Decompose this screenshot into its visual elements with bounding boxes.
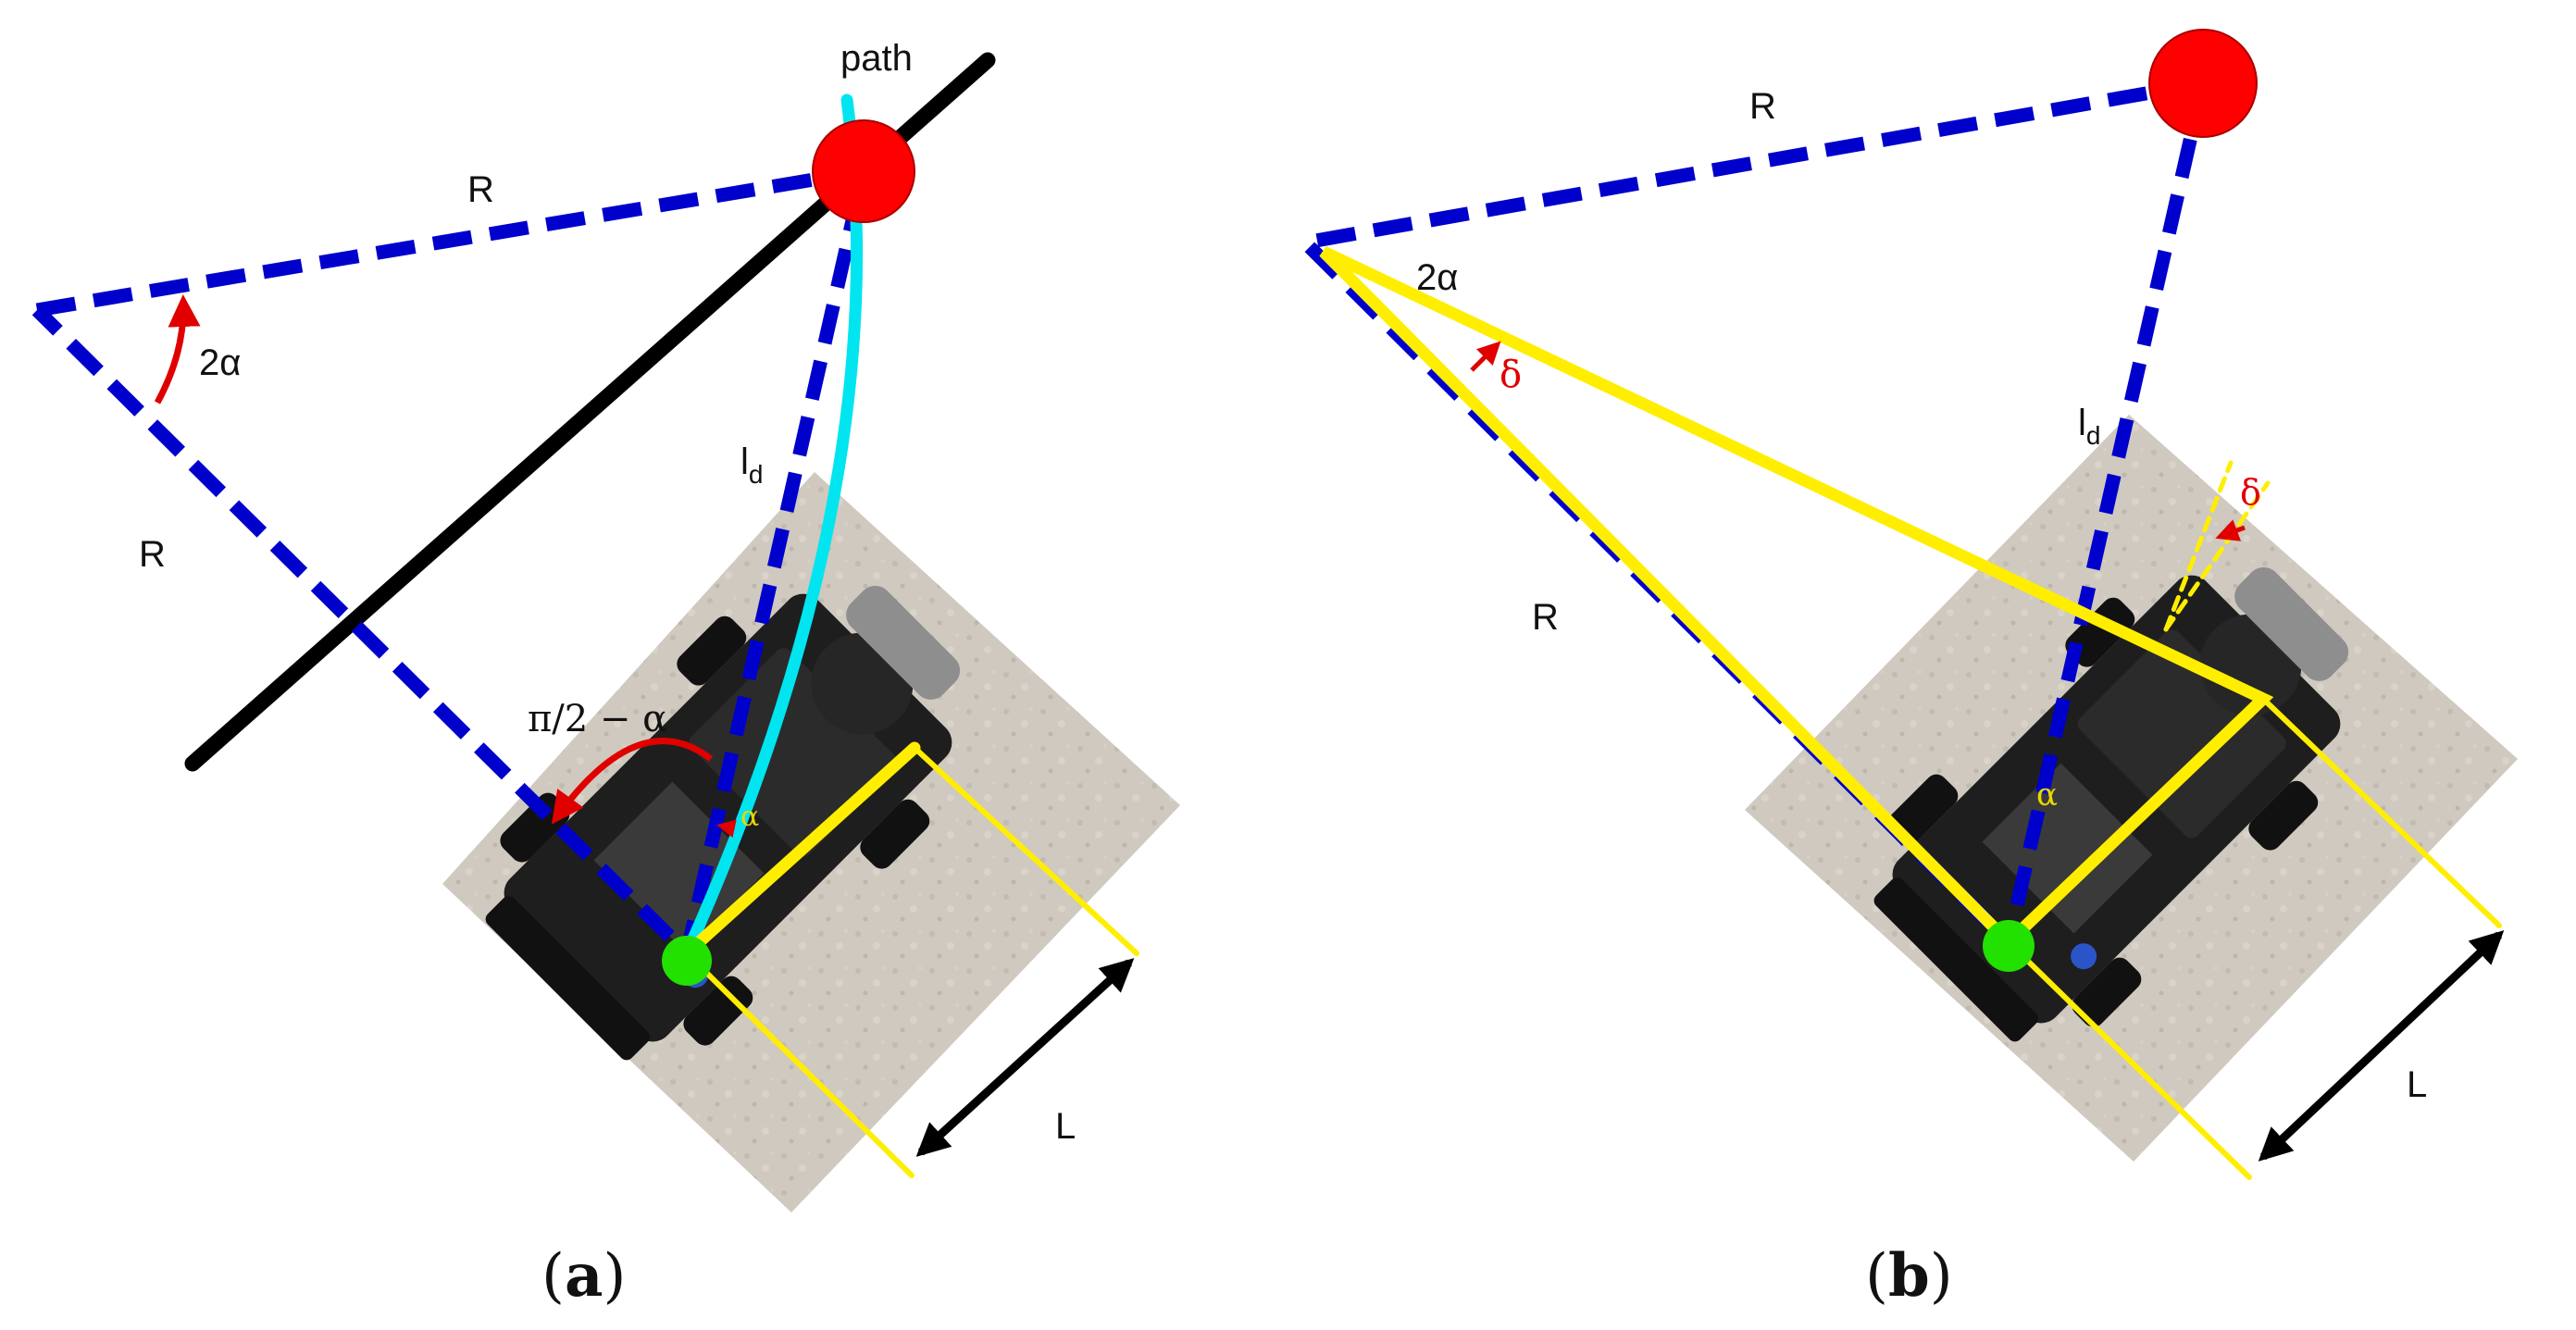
r-left-label: R — [139, 534, 166, 575]
alpha-label: α — [740, 801, 759, 833]
r-top-label: R — [1749, 86, 1776, 127]
wheelbase-arrow — [915, 958, 1135, 1157]
wheelbase-label: L — [1055, 1106, 1076, 1147]
ld-subscript: d — [2086, 421, 2101, 450]
delta-left-label: δ — [1500, 354, 1522, 396]
two-alpha-arrow — [154, 294, 201, 404]
panel-a: path R 2α R ld π/2 − α α L (a) — [31, 38, 1180, 1311]
r-top-label: R — [467, 169, 494, 210]
caption-a: (a) — [541, 1241, 626, 1311]
r-left-label: R — [1532, 597, 1559, 638]
rear-axle-point-icon — [662, 936, 712, 986]
vehicle-geometry — [680, 741, 1139, 1178]
delta-arrow-left — [1470, 341, 1501, 372]
goal-point-icon — [2148, 29, 2258, 138]
wheelbase-arrow — [2258, 930, 2505, 1162]
robot-car-icon — [1873, 566, 2349, 1042]
alpha-label: α — [2036, 777, 2058, 814]
rear-axle-point-icon — [1983, 920, 2035, 972]
pi-half-minus-alpha-label: π/2 − α — [528, 698, 667, 740]
goal-point-icon — [812, 119, 915, 223]
delta-right-label: δ — [2240, 472, 2261, 513]
ld-label: ld — [740, 441, 763, 489]
caption-b: (b) — [1865, 1241, 1953, 1311]
radius-lines — [31, 162, 873, 967]
wheelbase-label: L — [2407, 1064, 2427, 1105]
lookahead-line — [2001, 81, 2210, 944]
delta-arrow-right — [2215, 519, 2246, 541]
alpha-arrow — [716, 819, 737, 839]
path-label: path — [840, 38, 913, 79]
two-alpha-label: 2α — [199, 342, 241, 383]
vehicle-geometry — [1319, 246, 2502, 1180]
pi-half-minus-alpha-arrow — [551, 738, 714, 825]
two-alpha-label: 2α — [1416, 257, 1458, 298]
ld-label: ld — [2078, 403, 2100, 450]
panel-b: R 2α δ ld δ R α L (b) — [1290, 29, 2518, 1311]
ld-subscript: d — [749, 460, 764, 489]
